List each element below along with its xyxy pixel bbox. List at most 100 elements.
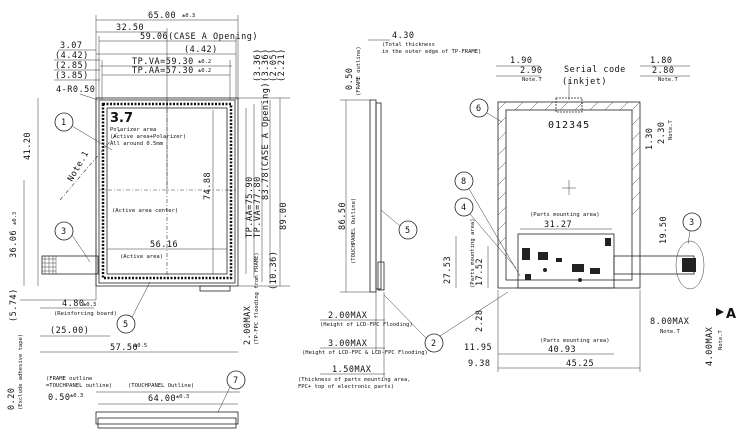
svg-text:Note.T: Note.T [718,329,724,350]
svg-text:(Total thickness: (Total thickness [382,42,435,48]
max-1-50: 1.50MAX [332,365,372,375]
dim-0-20: 0.20 [7,388,17,410]
dim-0-50-b: 0.50 [48,393,70,403]
svg-text:in the outer edge of TP-FRAME): in the outer edge of TP-FRAME) [382,49,481,55]
dim-3-36-a: (3.36) [253,48,263,82]
svg-text:±0.5: ±0.5 [134,343,147,349]
dim-41-20: 41.20 [23,132,33,160]
side-max200-label: 2.00MAX [243,305,253,345]
svg-text:1: 1 [61,118,67,128]
side-view: 4.30 (Total thickness in the outer edge … [298,31,481,390]
callout-8: 8 [454,171,521,277]
rear-19-50: 19.50 [659,216,669,244]
rear-31-27: 31.27 [544,220,572,230]
rear-27-53: 27.53 [443,256,453,284]
parts-area-side: (Parts mounting area) [470,218,476,288]
svg-text:(TP-FPC flooding from FRAME): (TP-FPC flooding from FRAME) [254,252,260,345]
svg-text:FPC+ top of electronic parts): FPC+ top of electronic parts) [298,384,394,390]
dim-3-85: (3.85) [55,71,89,81]
total-thickness: 4.30 [392,31,414,41]
callout-3-left: 3 [54,221,91,263]
svg-text:6: 6 [476,104,482,114]
dim-2-21: (2.21) [277,48,287,82]
callout-1: 1 [54,112,113,151]
svg-text:(Thickness of parts mounting a: (Thickness of parts mounting area, [298,377,411,383]
max-3-00: 3.00MAX [328,339,368,349]
callout-5-front: 5 [116,281,151,334]
svg-text:4: 4 [461,203,467,213]
rear-45-25: 45.25 [566,359,594,369]
dim-74-88: 74.88 [203,172,213,200]
callout-6: 6 [469,98,503,123]
dim-tp-aa-v: TP.AA=75.90 [245,176,255,238]
svg-text:±0.3: ±0.3 [176,394,189,400]
dim-59-06: 59.06(CASE A Opening) [140,32,258,42]
active-area-center: (Active area center) [112,208,178,214]
rear-1-80: 1.80 [650,56,672,66]
svg-text:5: 5 [405,226,411,236]
svg-text:Note.T: Note.T [658,77,679,83]
reinforcing-board: (Reinforcing board) [54,311,117,317]
dim-tp-va-v: TP.VA=77.80 [253,176,263,238]
active-area-label: (Active area) [120,254,163,260]
dim-83-78: 83.78(CASE A Opening) [261,82,271,200]
rear-2-90: 2.90 [520,66,542,76]
frame-outline-2: =TOUCHPANEL outline) [46,383,112,389]
svg-text:All around 0.5mm: All around 0.5mm [110,141,164,147]
svg-text:(Active area+Polarizer): (Active area+Polarizer) [110,134,186,140]
side-frame-outline: (FRAME outline) [356,46,362,96]
callout-3-right: 3 [682,212,702,245]
parts-area-top: (Parts mounting area) [530,212,600,218]
rear-9-38: 9.38 [468,359,490,369]
dim-5-74: (5.74) [9,288,19,322]
dim-3-07: 3.07 [60,41,82,51]
dim-4-42-left: (4.42) [55,51,89,61]
dim-tp-va: TP.VA=59.30 [132,57,194,67]
dim-3-36-b: (3.36) [261,48,271,82]
svg-text:Note.T: Note.T [522,77,543,83]
rear-1-90: 1.90 [510,56,532,66]
svg-text:7: 7 [233,376,239,386]
dim-2-85: (2.85) [55,61,89,71]
serial-label: Serial code [564,65,626,75]
dim-10-36: (10.36) [269,251,279,290]
svg-text:±0.2: ±0.2 [198,68,211,74]
dim-56-16: 56.16 [150,240,178,250]
front-view: 65.00 ±0.3 32.50 59.06(CASE A Opening) (… [7,11,290,429]
side-tp-outline: (TOUCHPANEL Outline) [351,198,357,264]
serial-label-2: (inkjet) [562,77,607,87]
callout-5-side: 5 [380,209,418,240]
callout-2: 2 [383,291,509,353]
rear-2-28: 2.28 [475,310,485,332]
label-a: A [726,307,736,322]
callout-4: 4 [454,197,517,269]
dim-57-50: 57.50 [110,343,138,353]
svg-text:Polarizer area: Polarizer area [110,127,156,133]
svg-text:(Exclude adhesive tape): (Exclude adhesive tape) [18,334,24,410]
dim-tp-aa: TP.AA=57.30 [132,66,194,76]
dim-65: 65.00 [148,11,176,21]
svg-text:±0.2: ±0.2 [198,59,211,65]
serial-number: 012345 [548,120,590,131]
svg-text:(Height of LCD-FPC Flooding): (Height of LCD-FPC Flooding) [320,322,413,328]
svg-text:(Height of LCD-FPC & LCD-FPC F: (Height of LCD-FPC & LCD-FPC Flooding) [302,350,428,356]
callout-7: 7 [217,370,246,413]
rear-view: 1.90 2.90 Note.T 1.80 2.80 Note.T Serial… [443,56,736,372]
svg-text:Note.T: Note.T [660,329,681,335]
dim-r050: 4-R0.50 [56,85,95,95]
svg-text:Note.T: Note.T [668,119,674,140]
dim-64-00: 64.00 [148,394,176,404]
dim-4-42-right: (4.42) [184,45,218,55]
svg-text:±0.3: ±0.3 [182,13,195,19]
rear-4-00max: 4.00MAX [705,326,715,366]
dim-4-80: 4.80 [62,299,84,309]
tp-outline-bottom: (TOUCHPANEL Outline) [128,383,194,389]
side-86-50: 86.50 [338,202,348,230]
svg-text:3: 3 [689,218,695,228]
rear-8-00max: 8.00MAX [650,317,690,327]
svg-text:8: 8 [461,177,467,187]
rear-17-52: 17.52 [475,258,485,286]
dim-25-00: (25.00) [50,326,89,336]
rear-40-93: 40.93 [548,345,576,355]
